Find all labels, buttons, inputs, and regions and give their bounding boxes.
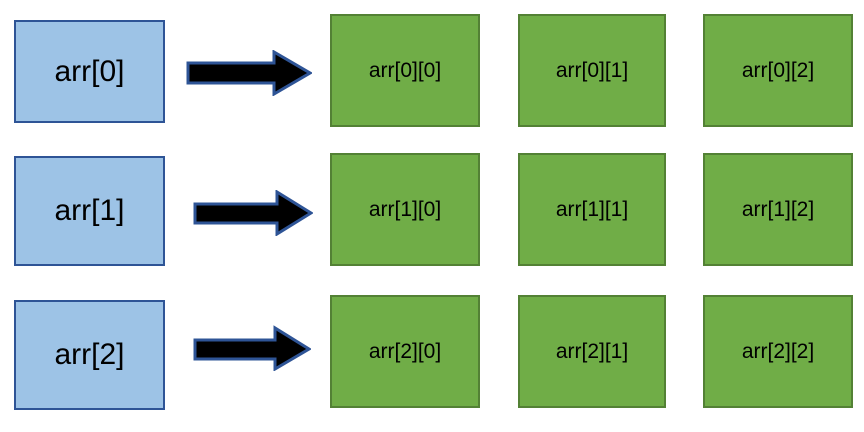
- right-arrow-icon-row-2: [193, 325, 311, 371]
- element-box-1-2: arr[1][2]: [703, 153, 853, 266]
- element-box-0-2: arr[0][2]: [703, 14, 853, 127]
- row-box-1: arr[1]: [14, 156, 165, 266]
- element-box-0-1: arr[0][1]: [518, 14, 666, 127]
- row-box-2: arr[2]: [14, 300, 165, 410]
- right-arrow-icon-row-0: [186, 50, 312, 96]
- element-box-0-0: arr[0][0]: [330, 14, 480, 127]
- row-box-0: arr[0]: [14, 20, 165, 123]
- element-box-2-1: arr[2][1]: [518, 295, 666, 408]
- element-box-1-1: arr[1][1]: [518, 153, 666, 266]
- element-box-2-0: arr[2][0]: [330, 295, 480, 408]
- element-box-1-0: arr[1][0]: [330, 153, 480, 266]
- right-arrow-icon-row-1: [193, 190, 313, 236]
- element-box-2-2: arr[2][2]: [703, 295, 853, 408]
